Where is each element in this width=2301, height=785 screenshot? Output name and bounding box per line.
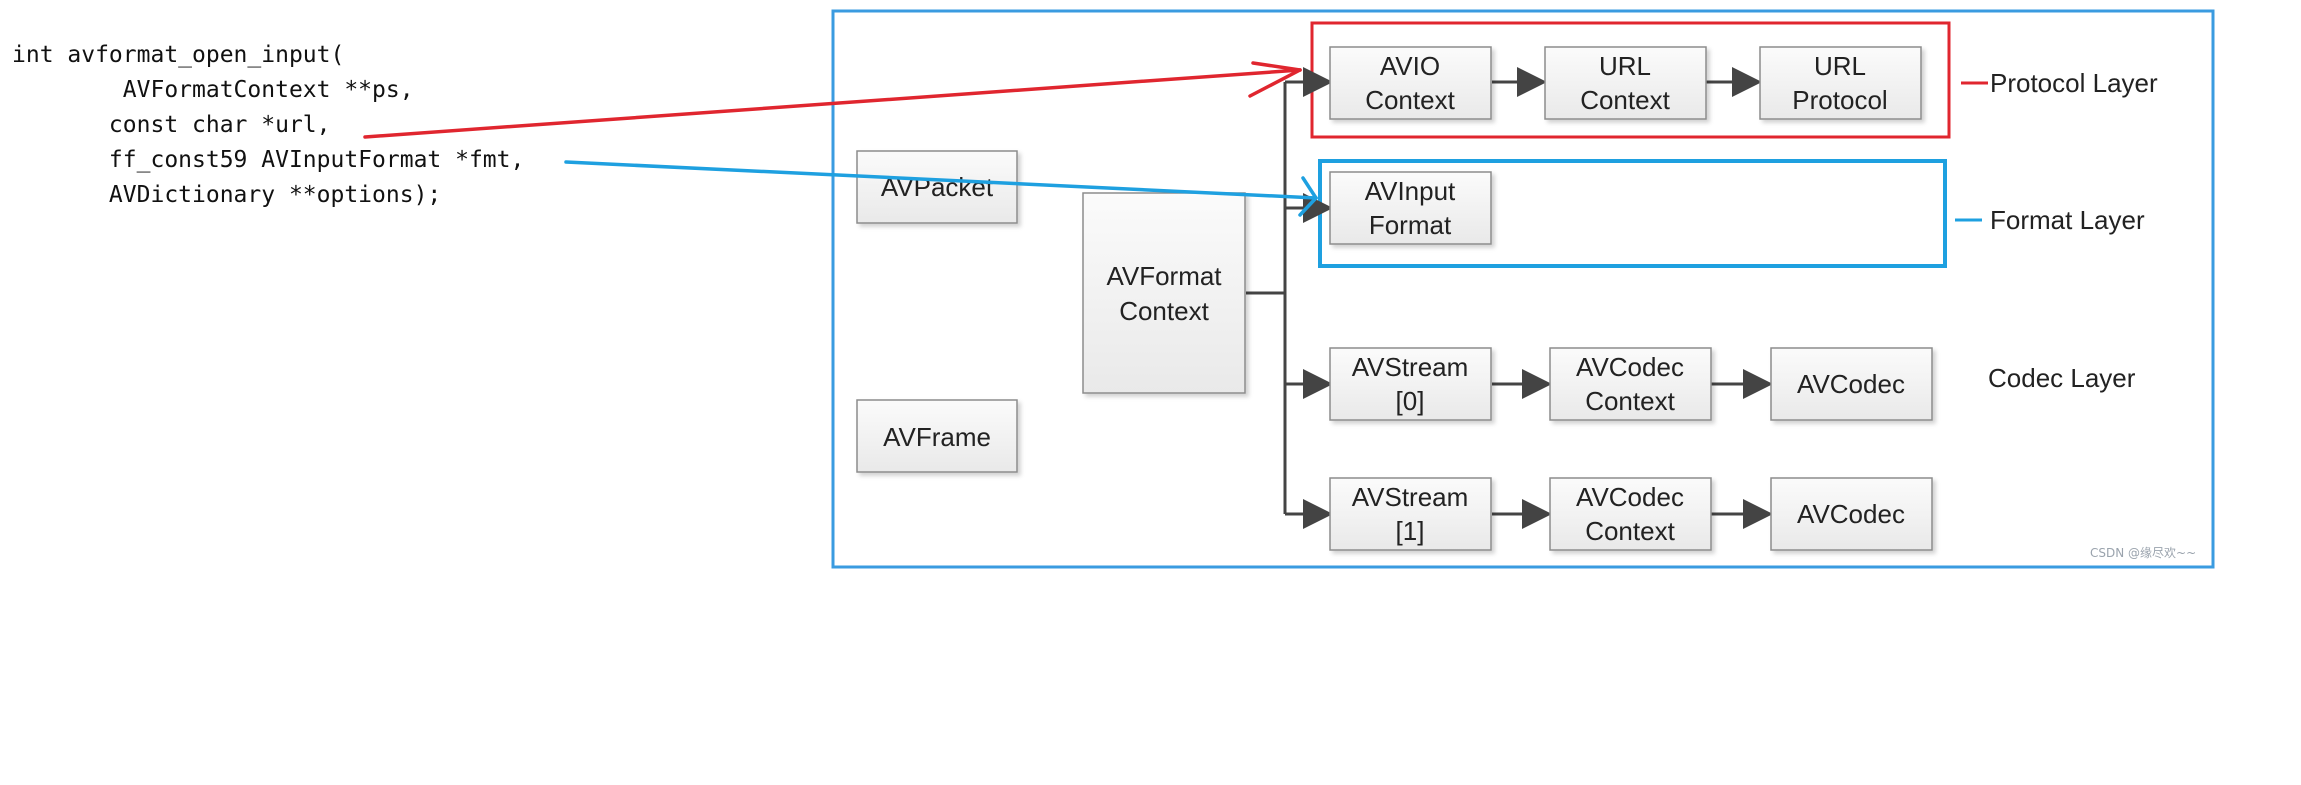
code-line-1: int avformat_open_input( bbox=[12, 42, 345, 68]
url-protocol-box bbox=[1759, 46, 1922, 120]
function-signature-code: int avformat_open_input( AVFormatContext… bbox=[12, 38, 524, 213]
url-context-box bbox=[1544, 46, 1707, 120]
avio-context-label-1: AVIO bbox=[1380, 51, 1440, 81]
avcodec-context0-label-1: AVCodec bbox=[1576, 352, 1684, 382]
avstream0-box bbox=[1329, 347, 1492, 421]
format-layer-label: Format Layer bbox=[1990, 205, 2145, 235]
watermark: CSDN @缘尽欢~~ bbox=[2090, 545, 2196, 560]
avstream1-label-2: [1] bbox=[1396, 516, 1425, 546]
avinput-format-label-1: AVInput bbox=[1365, 176, 1456, 206]
avcodec-context1-label-1: AVCodec bbox=[1576, 482, 1684, 512]
url-context-label-2: Context bbox=[1580, 85, 1670, 115]
avstream0-label-2: [0] bbox=[1396, 386, 1425, 416]
code-line-4: ff_const59 AVInputFormat *fmt, bbox=[12, 147, 525, 173]
code-line-5: AVDictionary **options); bbox=[12, 182, 442, 208]
url-protocol-label-1: URL bbox=[1814, 51, 1866, 81]
code-line-2: AVFormatContext **ps, bbox=[12, 77, 414, 103]
avstream1-label-1: AVStream bbox=[1352, 482, 1469, 512]
avcodec-context0-label-2: Context bbox=[1585, 386, 1675, 416]
avstream0-label-1: AVStream bbox=[1352, 352, 1469, 382]
avcodec-context1-box bbox=[1549, 477, 1712, 551]
avinput-format-box bbox=[1329, 171, 1492, 245]
url-protocol-label-2: Protocol bbox=[1792, 85, 1887, 115]
avcodec0-label: AVCodec bbox=[1797, 369, 1905, 399]
avcodec1-label: AVCodec bbox=[1797, 499, 1905, 529]
avframe-label: AVFrame bbox=[883, 422, 991, 452]
avcodec-context1-label-2: Context bbox=[1585, 516, 1675, 546]
avcodec-context0-box bbox=[1549, 347, 1712, 421]
avio-context-box bbox=[1329, 46, 1492, 120]
avinput-format-label-2: Format bbox=[1369, 210, 1452, 240]
avformat-context-box bbox=[1082, 192, 1246, 394]
avio-context-label-2: Context bbox=[1365, 85, 1455, 115]
avcodec0-box bbox=[1770, 347, 1933, 421]
avcodec1-box bbox=[1770, 477, 1933, 551]
codec-layer-label: Codec Layer bbox=[1988, 363, 2136, 393]
avformat-context-label-1: AVFormat bbox=[1106, 261, 1222, 291]
url-context-label-1: URL bbox=[1599, 51, 1651, 81]
url-to-avio-arrow bbox=[363, 61, 1302, 139]
avstream1-box bbox=[1329, 477, 1492, 551]
code-line-3: const char *url, bbox=[12, 112, 331, 138]
outer-frame bbox=[831, 9, 2215, 569]
avframe-box bbox=[856, 399, 1018, 473]
protocol-layer-label: Protocol Layer bbox=[1990, 68, 2158, 98]
avpacket-box bbox=[856, 150, 1018, 224]
connectors bbox=[1246, 67, 1773, 529]
avformat-context-label-2: Context bbox=[1119, 296, 1209, 326]
fmt-to-avinput-arrow bbox=[564, 160, 1318, 217]
